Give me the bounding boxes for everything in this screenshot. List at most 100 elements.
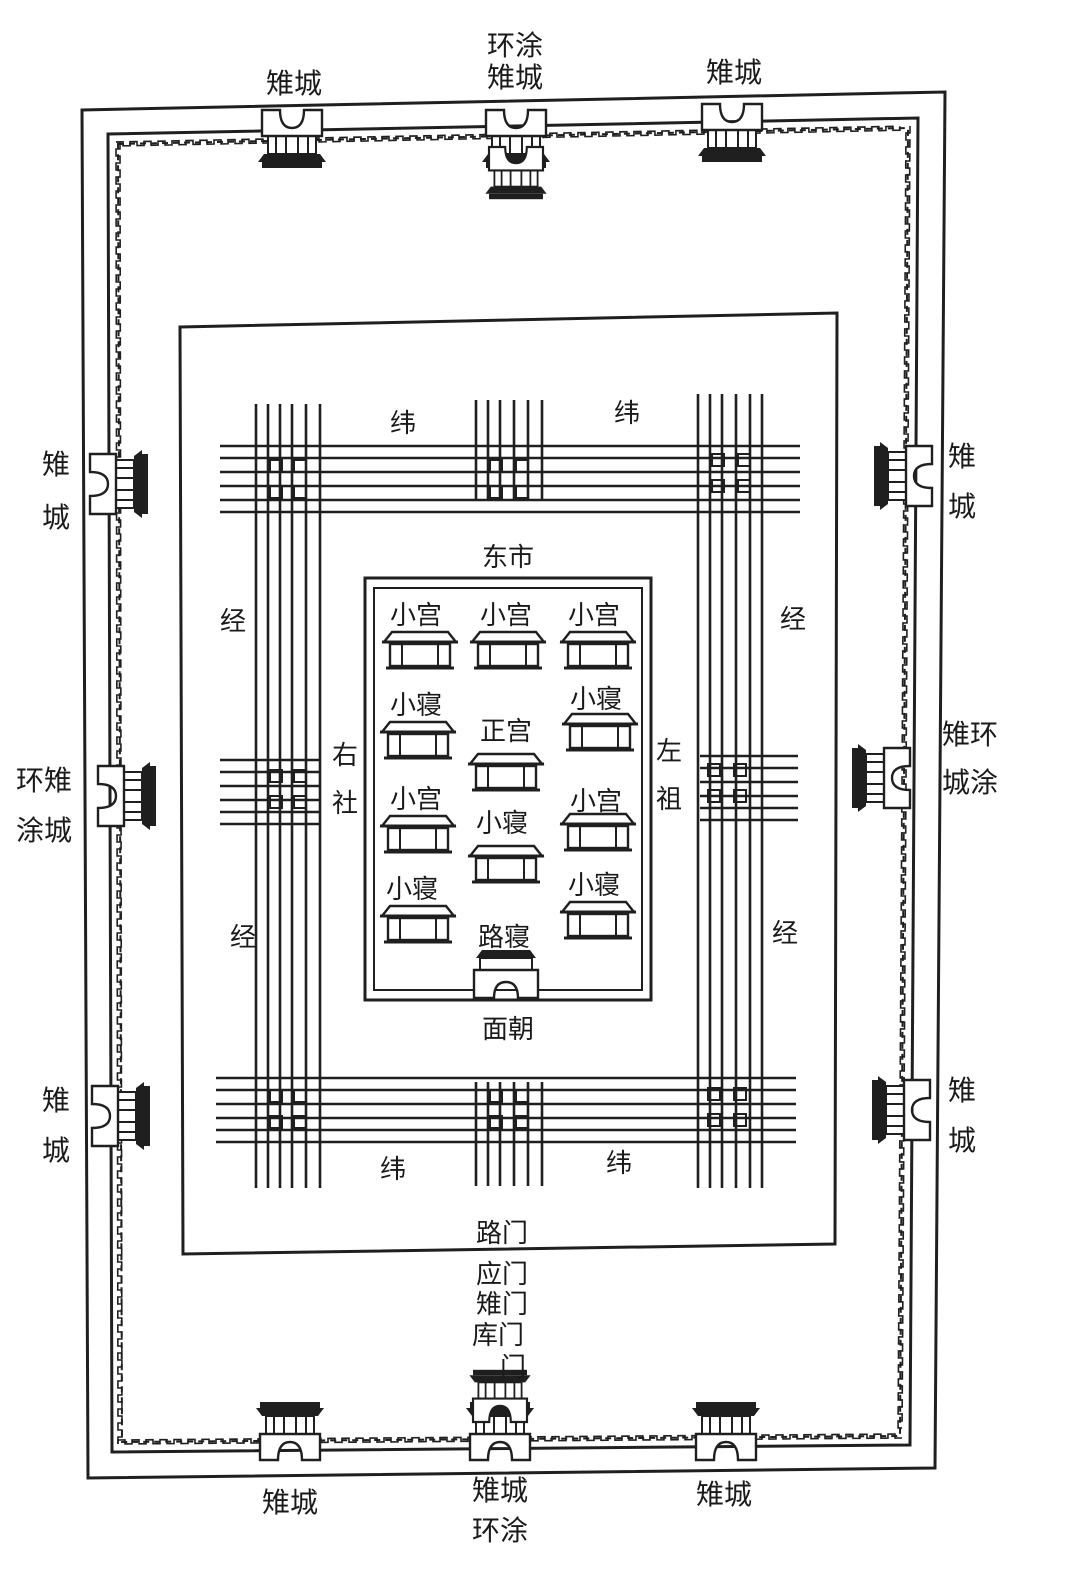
gate-tower-icon: [88, 448, 150, 520]
road-crossing: [489, 459, 503, 473]
label-jing-left-lower: 经: [230, 923, 256, 953]
label-left-ancestor-1: 左: [656, 737, 682, 767]
road-crossing: [293, 459, 307, 473]
road-crossing: [269, 1115, 283, 1129]
label-luqin: 路寝: [478, 923, 530, 953]
label-top-right-gate: 雉城: [706, 56, 762, 89]
hall-icon: [558, 630, 638, 670]
label-jing-left-upper: 经: [220, 607, 246, 637]
label-left-lower-gate-1: 雉: [42, 1084, 70, 1117]
label-top-mid-gate-1: 环涂: [487, 29, 543, 62]
label-jing-right-upper: 经: [780, 605, 806, 635]
road-crossing: [515, 1089, 529, 1103]
road-crossing: [707, 789, 721, 803]
road-crossing: [269, 485, 283, 499]
road-crossing: [733, 1087, 747, 1101]
label-bottom-mid-gate-1: 雉城: [472, 1474, 528, 1507]
road-crossing: [707, 1113, 721, 1127]
gate-tower-icon: [256, 108, 328, 170]
road-crossing: [293, 1089, 307, 1103]
label-top-left-gate: 雉城: [266, 67, 322, 100]
label-left-mid-gate-2: 涂城: [16, 814, 72, 847]
label-wei-top-right: 纬: [614, 399, 640, 429]
road-crossing: [737, 453, 751, 467]
hall-icon: [378, 904, 458, 944]
palace-compound: [363, 576, 653, 1002]
road-crossing: [293, 1115, 307, 1129]
road-crossing: [269, 1089, 283, 1103]
label-xiaogong-tm: 小宫: [480, 601, 532, 631]
label-jing-right-lower: 经: [772, 919, 798, 949]
label-right-lower-gate-1: 雉: [948, 1074, 976, 1107]
label-left-lower-gate-2: 城: [42, 1134, 70, 1167]
hall-icon: [560, 712, 640, 752]
label-zhenggong: 正宫: [480, 717, 532, 747]
road-crossing: [293, 769, 307, 783]
label-xiaogong-r2: 小宫: [570, 787, 622, 817]
hall-icon: [468, 630, 548, 670]
road-crossing: [733, 789, 747, 803]
label-right-mid-gate-1: 雉环: [942, 718, 998, 751]
road-crossing: [733, 1113, 747, 1127]
road-crossing: [489, 1089, 503, 1103]
hall-icon: [466, 752, 546, 792]
road-grid: [216, 394, 800, 1188]
label-yingmen: 应门: [476, 1260, 528, 1290]
road-crossing: [293, 795, 307, 809]
label-bottom-left-gate: 雉城: [262, 1486, 318, 1519]
label-xiaoqin-r3: 小寝: [568, 871, 620, 901]
label-xiaoqin-r1: 小寝: [570, 685, 622, 715]
road-crossing: [515, 459, 529, 473]
label-bottom-mid-gate-2: 环涂: [472, 1514, 528, 1547]
road-crossing: [707, 1087, 721, 1101]
hall-icon: [558, 900, 638, 940]
label-xiaogong-tl: 小宫: [390, 601, 442, 631]
road-crossing: [733, 763, 747, 777]
road-crossing: [293, 485, 307, 499]
road-crossing: [515, 1115, 529, 1129]
label-kumen: 库门: [472, 1321, 524, 1351]
label-zhimen: 雉门: [476, 1290, 528, 1320]
road-crossing: [711, 479, 725, 493]
gate-tower-icon: [690, 1400, 762, 1462]
label-right-altar-2: 社: [332, 789, 358, 819]
gate-tower-icon: [870, 1074, 932, 1146]
outer-city-wall: [80, 90, 947, 1480]
label-right-upper-gate-2: 城: [948, 490, 976, 523]
label-left-upper-gate-2: 城: [42, 501, 70, 534]
label-wei-top-left: 纬: [390, 409, 416, 439]
label-lumen: 路门: [476, 1219, 528, 1249]
label-men: 门: [500, 1353, 526, 1383]
gate-tower-icon: [90, 1080, 152, 1152]
road-crossing: [489, 1115, 503, 1129]
road-crossing: [711, 453, 725, 467]
label-right-lower-gate-2: 城: [948, 1124, 976, 1157]
label-wei-bottom-left: 纬: [380, 1155, 406, 1185]
hall-icon: [378, 720, 458, 760]
hall-icon: [558, 812, 638, 852]
gate-tower-icon: [96, 760, 158, 832]
gate-tower-icon: [872, 440, 934, 512]
road-crossing: [269, 769, 283, 783]
label-wei-bottom-right: 纬: [606, 1149, 632, 1179]
gate-tower-icon: [696, 102, 768, 164]
road-crossing: [269, 795, 283, 809]
label-xiaoqin-l3: 小寝: [386, 875, 438, 905]
label-right-altar-1: 右: [332, 741, 358, 771]
label-right-upper-gate-1: 雉: [948, 440, 976, 473]
label-mianchao: 面朝: [482, 1015, 534, 1045]
gate-house-icon: [472, 950, 540, 1000]
label-left-ancestor-2: 祖: [656, 785, 682, 815]
label-xiaogong-l2: 小宫: [390, 785, 442, 815]
hall-icon: [380, 630, 460, 670]
royal-enclosure: [178, 311, 839, 1256]
label-left-upper-gate-1: 雉: [42, 448, 70, 481]
label-bottom-right-gate: 雉城: [696, 1478, 752, 1511]
label-top-mid-gate-2: 雉城: [487, 61, 543, 94]
label-east-market: 东市: [482, 543, 534, 573]
diagram-labels: 雉城 环涂 雉城 雉城 雉 城 环雉 涂城 雉 城 雉 城 雉环 城涂 雉 城 …: [16, 29, 998, 1547]
label-xiaoqin-m2: 小寝: [476, 809, 528, 839]
road-crossing: [707, 763, 721, 777]
road-crossing: [737, 479, 751, 493]
